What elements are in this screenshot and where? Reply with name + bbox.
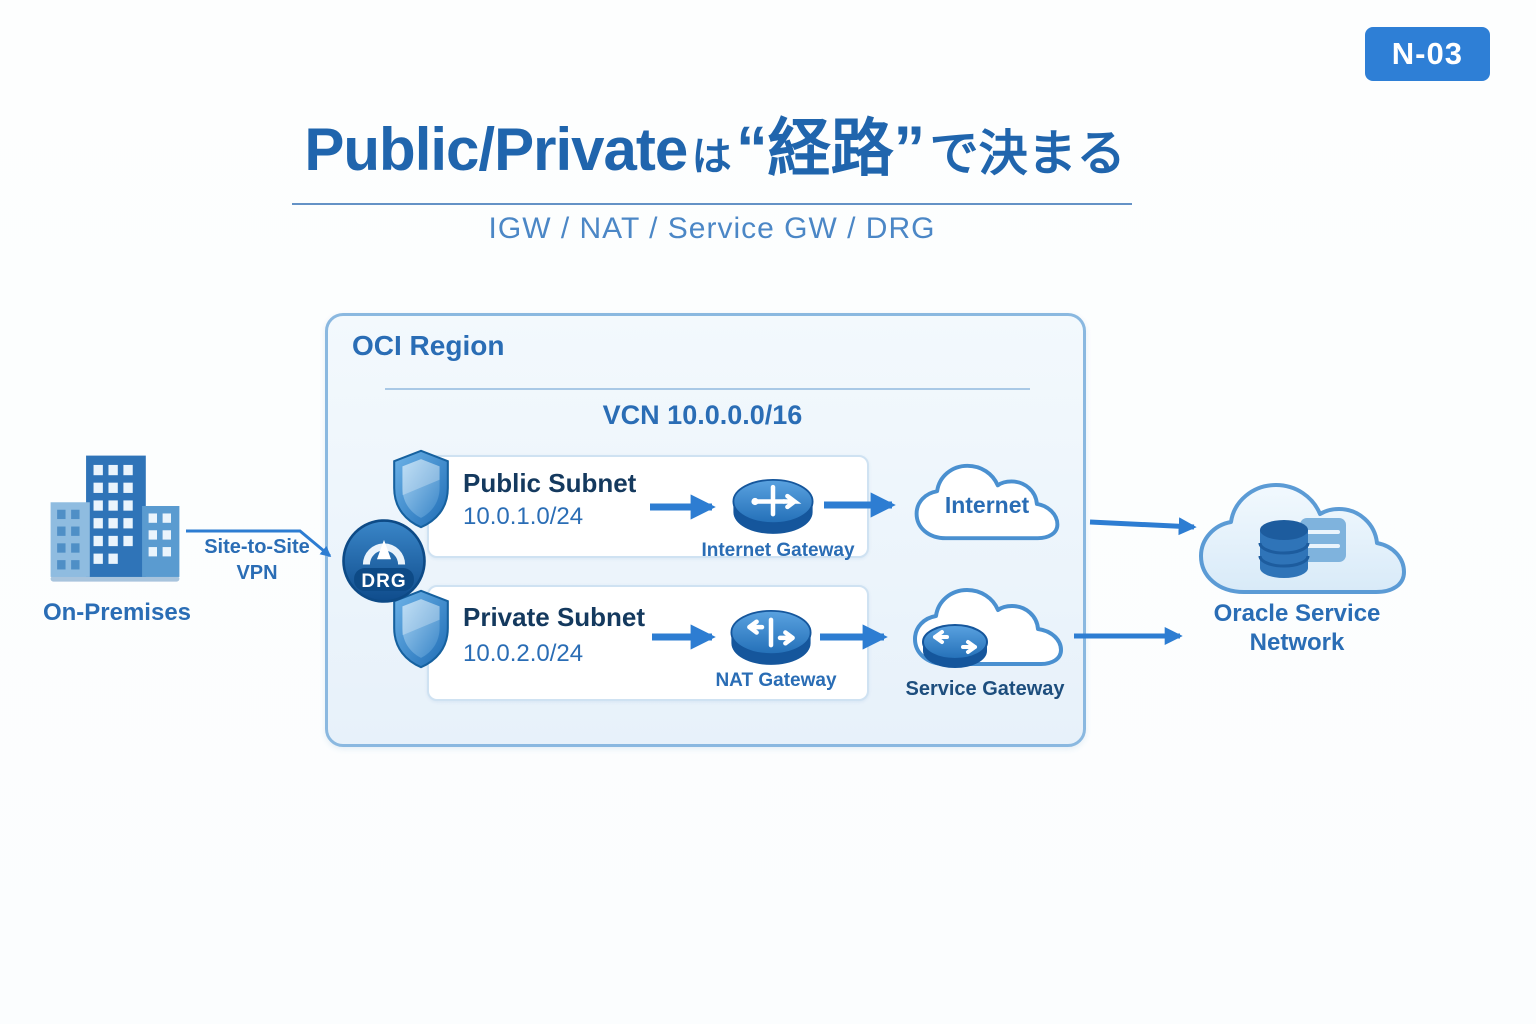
slide-number-badge: N-03 <box>1364 27 1490 81</box>
private-subnet-title: Private Subnet <box>463 602 646 632</box>
service-gateway-label: Service Gateway <box>905 678 1065 700</box>
title-divider <box>292 203 1132 205</box>
nat-gateway-icon <box>730 610 812 665</box>
slide-number-label: N-03 <box>1391 36 1463 71</box>
title-part-suffix: で決まる <box>929 127 1126 181</box>
title-part-particle: は <box>691 135 732 179</box>
oracle-service-network-line2: Network <box>1249 629 1345 656</box>
oracle-service-network-line1: Oracle Service <box>1213 600 1381 627</box>
oci-region-label: OCI Region <box>352 330 505 361</box>
internet-label: Internet <box>944 492 1030 518</box>
oci-region-divider <box>385 388 1030 390</box>
page-title: Public/Private は “経路” で決まる <box>0 98 1430 189</box>
on-premises-label: On-Premises <box>42 599 192 626</box>
public-subnet-cidr: 10.0.1.0/24 <box>463 503 584 530</box>
internet-gateway-label: Internet Gateway <box>701 540 855 561</box>
oracle-service-network-icon <box>1199 483 1406 594</box>
oracle-service-network-label: Oracle Service Network <box>1163 599 1431 657</box>
internet-cloud-icon <box>914 463 1060 541</box>
building-icon <box>50 455 180 582</box>
service-gateway-icon <box>913 588 1063 668</box>
title-part-keyword: “経路” <box>736 114 926 184</box>
shield-icon-public <box>393 449 449 529</box>
vpn-label-line1: Site-to-Site <box>204 536 310 558</box>
vpn-label: Site-to-Site VPN <box>188 534 326 586</box>
drg-icon <box>342 519 426 603</box>
internet-gateway-icon <box>732 479 814 534</box>
arrow-vpn-to-drg <box>186 529 332 558</box>
public-subnet-title: Public Subnet <box>463 468 637 498</box>
subtitle: IGW / NAT / Service GW / DRG <box>488 212 936 245</box>
arrow-region-to-osn <box>1089 517 1197 536</box>
shield-icon-private <box>393 589 449 669</box>
vcn-label: VCN 10.0.0.0/16 <box>602 400 803 430</box>
vpn-label-line2: VPN <box>236 562 278 584</box>
title-part-latin: Public/Private <box>304 116 688 183</box>
drg-label: DRG <box>361 571 407 592</box>
nat-gateway-label: NAT Gateway <box>715 670 837 691</box>
private-subnet-cidr: 10.0.2.0/24 <box>463 640 584 667</box>
